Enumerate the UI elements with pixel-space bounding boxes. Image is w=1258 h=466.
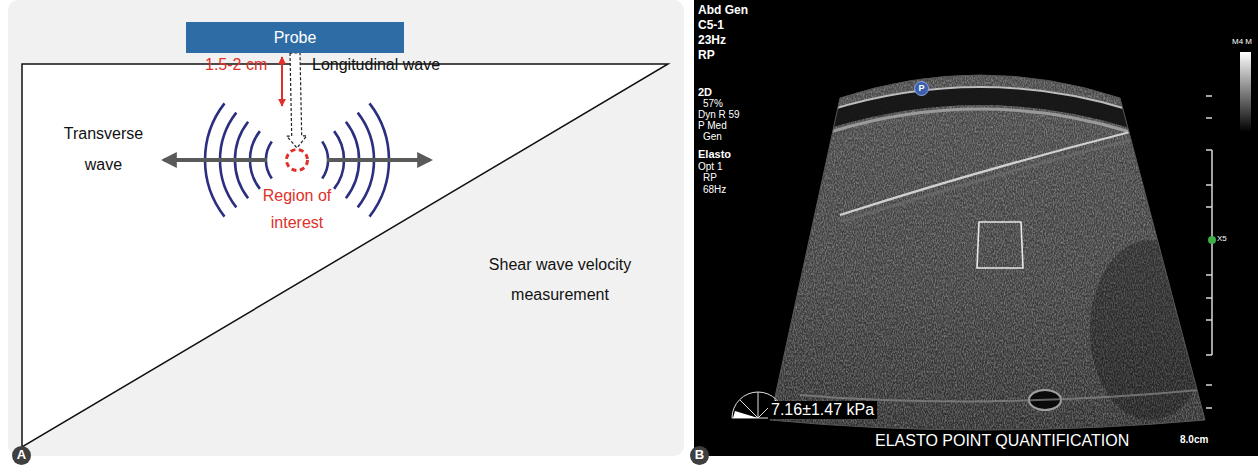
depth-tick: [1206, 319, 1212, 321]
probe-box: Probe: [186, 22, 404, 53]
transverse-arrow: [164, 158, 267, 162]
wave-label: Transverse wave: [56, 118, 151, 180]
depth-label: 8.0cm: [1180, 434, 1208, 446]
power-setting: P Med: [698, 120, 727, 132]
probe-model: C5-1: [698, 19, 724, 33]
measurement-label: Shear wave velocity measurement: [480, 250, 640, 310]
depth-scale: [1206, 96, 1212, 408]
box-text: Probe: [274, 29, 317, 47]
frame-rate: 23Hz: [698, 34, 726, 48]
roi-outline: [287, 150, 308, 171]
speckle-texture: [740, 40, 1230, 450]
focus-marker: [1208, 236, 1216, 244]
frame-rate: 68Hz: [703, 184, 726, 196]
transverse-arrow: [327, 158, 430, 162]
focus-bracket: [1211, 150, 1213, 355]
interface-shadow: [840, 140, 1130, 222]
skin-echo: [830, 87, 1130, 110]
region-of-interest: Region of interest: [285, 148, 309, 172]
panel-b-ground: [694, 0, 1258, 456]
roi-circle: [285, 148, 309, 172]
orientation-icon: P: [914, 81, 929, 96]
ultrasound-sector: [740, 40, 1230, 450]
preset-label: Abd Gen: [698, 4, 748, 18]
sector-ground: [740, 40, 1230, 450]
mode-code: RP: [703, 172, 717, 184]
dynamic-range: Dyn R 59: [698, 109, 740, 121]
panel-a-ground: [8, 0, 684, 456]
depth-dimension-arrow: [281, 57, 283, 106]
depth-tick: [1206, 184, 1212, 186]
capsule-echo: [830, 109, 1130, 132]
longitudinal-wave-arrow: [287, 53, 307, 148]
mode-heading: 2D: [698, 86, 712, 99]
setting-value: Gen: [703, 131, 722, 143]
gain-value: 57%: [703, 98, 723, 110]
roi-label: Region of interest: [260, 182, 334, 236]
grey-scale-bar: [1240, 52, 1251, 132]
measurement-box: [977, 222, 1023, 268]
mode-heading: Elasto: [698, 148, 731, 161]
badge-text: A: [17, 448, 26, 462]
sector-outline: [770, 75, 1205, 430]
bracket-end: [1206, 354, 1212, 356]
depth-tick: [1206, 117, 1212, 119]
focus-label: X5: [1217, 234, 1227, 243]
fan-needle: [733, 411, 758, 418]
badge-text: P: [918, 84, 924, 94]
map-label: M4 M: [1232, 37, 1252, 46]
depth-tick: [1206, 95, 1212, 97]
darker-region: [1090, 240, 1210, 420]
tissue-triangle: [22, 64, 668, 447]
panel-letter: A: [12, 446, 31, 465]
depth-tick: [1206, 274, 1212, 276]
mode-code: RP: [698, 49, 715, 63]
wave-label: Longitudinal wave: [312, 56, 440, 74]
bracket-end: [1206, 149, 1212, 151]
depth-tick: [1206, 384, 1212, 386]
panel-letter: B: [690, 446, 709, 465]
deep-echo: [800, 390, 1200, 401]
depth-tick: [1206, 407, 1212, 409]
depth-tick: [1206, 297, 1212, 299]
badge-text: B: [695, 448, 704, 462]
fan-ray: [758, 392, 759, 418]
optimization-setting: Opt 1: [698, 161, 722, 173]
mode-title: ELASTO POINT QUANTIFICATION: [872, 432, 1132, 450]
dimension-label: 1.5-2 cm: [205, 56, 267, 74]
depth-tick: [1206, 206, 1212, 208]
bright-interface-line: [840, 132, 1130, 215]
stiffness-value: 7.16±1.47 kPa: [768, 401, 877, 419]
